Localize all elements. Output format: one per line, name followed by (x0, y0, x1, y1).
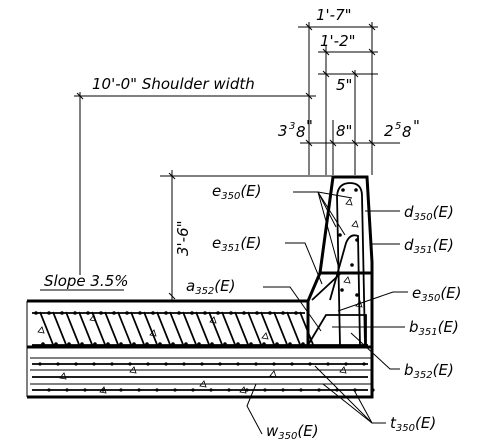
label-d351: d351(E) (404, 236, 454, 256)
dim-1ft2: 1'-2" (320, 32, 356, 50)
label-e350-top: e350(E) (212, 182, 262, 202)
dim-3-3-8: 3 3 8 " (278, 117, 313, 141)
slope-label: Slope 3.5% (44, 272, 129, 290)
svg-text:": " (413, 117, 420, 135)
rebar-b351 (307, 314, 367, 346)
svg-text:8: 8 (402, 123, 412, 141)
label-b351: b351(E) (409, 318, 459, 338)
leader-t350-c (353, 389, 373, 424)
dimension-labels: 1'-7" 1'-2" 5" 10'-0" Shoulder width 3 3… (40, 6, 420, 291)
lower-slab-outline (27, 345, 374, 399)
leader-e351 (285, 242, 323, 285)
label-a352: a352(E) (186, 277, 235, 297)
bar-labels: e350(E) d350(E) e351(E) d351(E) a352(E) … (186, 182, 462, 442)
leader-t350-a (314, 365, 386, 424)
leader-e350-d (317, 191, 353, 199)
leader-e350-c (317, 191, 339, 266)
rebar-spiral-hatch (39, 311, 315, 348)
leader-t350-b (322, 383, 373, 424)
label-w350: w350(E) (266, 422, 319, 442)
dimension-lines (74, 22, 400, 302)
dim-1ft7: 1'-7" (316, 6, 352, 24)
rebar-d351 (329, 234, 361, 346)
label-e351: e351(E) (212, 234, 262, 254)
label-d350: d350(E) (404, 203, 454, 223)
svg-text:3: 3 (289, 121, 295, 132)
svg-text:": " (306, 117, 313, 135)
dim-2-5-8: 2 5 8 " (384, 117, 420, 141)
rebar (32, 182, 368, 391)
leader-e350-b (317, 191, 346, 236)
leader-b352 (350, 332, 400, 370)
rebar-dots (34, 188, 375, 392)
leader-w350 (246, 383, 263, 435)
rebar-a352 (311, 273, 341, 301)
leader-e350-right (337, 291, 408, 312)
leader-a352 (263, 286, 322, 332)
svg-text:2: 2 (384, 122, 394, 140)
dim-5in: 5" (336, 76, 352, 94)
dim-shoulder-width: 10'-0" Shoulder width (92, 75, 255, 93)
rebar-d350-stirrup (336, 182, 366, 346)
concrete-aggregate (37, 198, 363, 394)
svg-text:3: 3 (278, 122, 288, 140)
dim-3ft6: 3'-6" (174, 220, 192, 256)
label-t350: t350(E) (390, 414, 436, 434)
label-b352: b352(E) (404, 361, 454, 381)
leader-lines (246, 191, 408, 435)
label-e350-right: e350(E) (412, 284, 462, 304)
dim-8in: 8" (336, 122, 352, 140)
svg-text:8: 8 (296, 123, 306, 141)
concrete-outline (26, 175, 374, 399)
svg-text:5: 5 (395, 121, 401, 132)
